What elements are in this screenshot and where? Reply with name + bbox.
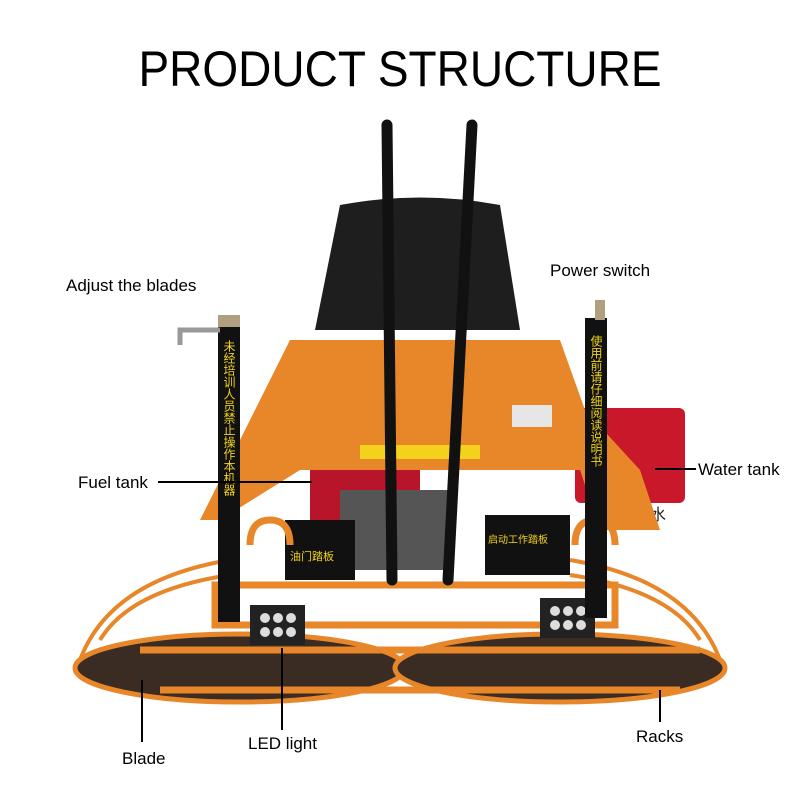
callout-lines bbox=[141, 468, 696, 742]
label-water-tank: Water tank bbox=[698, 460, 780, 479]
right-pole-text: 使用前请仔细阅读说明书 bbox=[589, 334, 603, 468]
left-box-text: 油门踏板 bbox=[290, 549, 334, 563]
label-blade: Blade bbox=[122, 749, 166, 768]
right-pole bbox=[585, 318, 607, 618]
label-power-switch: Power switch bbox=[550, 261, 651, 280]
page-title: PRODUCT STRUCTURE bbox=[138, 41, 662, 97]
seat bbox=[315, 197, 520, 330]
blade-adjust-handle bbox=[177, 327, 220, 345]
led-light-left bbox=[250, 605, 305, 645]
label-racks: Racks bbox=[636, 727, 684, 746]
right-pedal-box bbox=[485, 515, 570, 575]
left-pedal-box bbox=[285, 520, 355, 580]
warning-sticker bbox=[360, 445, 480, 459]
label-fuel-tank: Fuel tank bbox=[78, 473, 148, 492]
right-box-text: 启动工作踏板 bbox=[488, 533, 548, 546]
left-pole-text: 未经培训人员禁止操作本机器 bbox=[222, 340, 236, 497]
left-pole bbox=[218, 322, 240, 622]
machine-body bbox=[200, 340, 660, 530]
power-switch bbox=[595, 300, 605, 320]
label-adjust-blades: Adjust the blades bbox=[66, 276, 197, 295]
label-led-light: LED light bbox=[248, 734, 317, 753]
frame-racks bbox=[140, 516, 700, 694]
steering-levers bbox=[381, 119, 478, 586]
nameplate bbox=[512, 405, 552, 427]
